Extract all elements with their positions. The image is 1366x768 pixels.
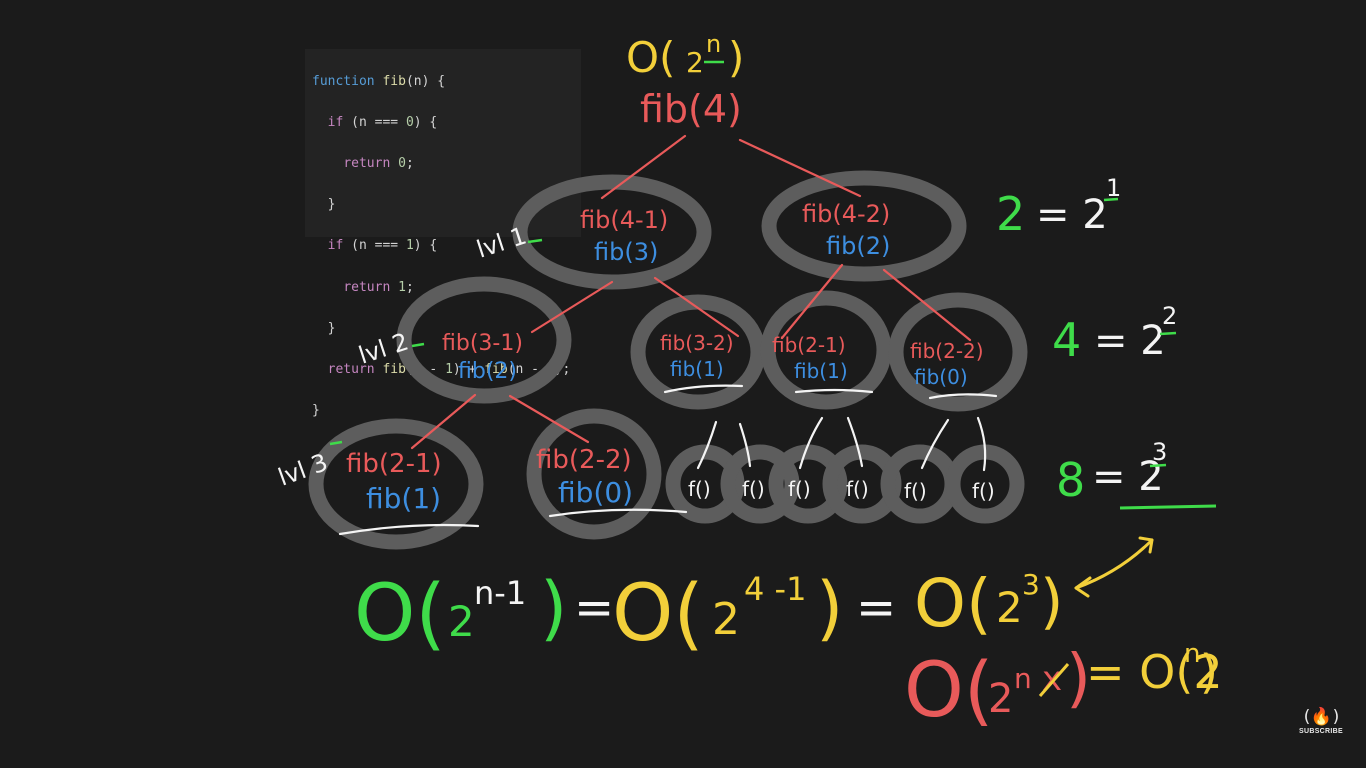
leaf-node-3: f() (788, 477, 811, 501)
code-line-3: return 0; (343, 155, 414, 171)
count-row-2-right: = 2 (1094, 318, 1166, 364)
circle-l3-a (308, 418, 484, 550)
eq4-close: ) (1066, 642, 1091, 716)
top-o-base: 2 (686, 46, 704, 79)
node-l2-b-expr: fib(3-2) (660, 331, 734, 355)
circle-l2-c (760, 290, 892, 410)
count-row-1-underline (1103, 197, 1119, 202)
eq-sign-2: = (856, 580, 896, 636)
node-l2-c-call: fib(1) (794, 359, 848, 383)
eq5-main: = O(2 (1086, 645, 1223, 699)
count-row-1-right: = 2 (1036, 192, 1108, 238)
eq5-exp: n (1184, 639, 1200, 669)
node-l2-b-call: fib(1) (670, 357, 724, 381)
root-node: fib(4) (640, 87, 742, 131)
eq4-strike (1038, 663, 1070, 697)
eq1-base: 2 (448, 597, 475, 646)
circle-leaf-3 (768, 444, 848, 524)
eq3-o: O( (914, 565, 992, 642)
leaf-node-4: f() (846, 477, 869, 501)
leaf-node-1: f() (688, 477, 711, 501)
node-l2-a-expr: fib(3-1) (442, 331, 523, 356)
node-l1-left-call: fib(3) (594, 238, 658, 266)
circle-l3-b (526, 408, 662, 540)
top-o-label: O( (626, 33, 675, 82)
node-l3-b-call: fib(0) (558, 476, 633, 509)
count-row-3-exp: 3 (1152, 438, 1167, 466)
count-row-3-underline (1149, 463, 1167, 468)
eq3-close: ) (1040, 567, 1063, 637)
eq3-exp: 3 (1022, 568, 1040, 601)
node-l3-a-call: fib(1) (366, 482, 441, 515)
node-l1-right-expr: fib(4-2) (802, 200, 890, 228)
code-line-7: } (327, 320, 336, 336)
code-line-4: } (327, 197, 336, 213)
level-3-underline (329, 440, 343, 446)
red-edges (410, 134, 972, 450)
node-l2-c-expr: fib(2-1) (772, 333, 846, 357)
leaf-node-6: f() (972, 479, 995, 503)
top-big-o: O( 2 n ) (626, 30, 744, 82)
node-l1-left-expr: fib(4-1) (580, 206, 668, 234)
subscribe-label: SUBSCRIBE (1299, 728, 1343, 735)
leaf-nodes: f() f() f() f() f() f() (688, 477, 995, 503)
eq4-x: x (1042, 659, 1062, 699)
level-1-underline (527, 238, 543, 244)
leaf-node-2: f() (742, 477, 765, 501)
code-line-2: if (n === 0) { (327, 114, 438, 130)
count-row-3-left: 8 (1056, 453, 1085, 507)
node-l2-d-call: fib(0) (914, 365, 968, 389)
eq3-base: 2 (996, 583, 1023, 632)
node-l3-a-expr: fib(2-1) (346, 449, 442, 479)
eq2-o: O( (612, 569, 704, 659)
subscribe-watermark[interactable]: (🔥) SUBSCRIBE (1298, 706, 1344, 744)
eq1-o: O( (354, 569, 446, 659)
node-l1-right-call: fib(2) (826, 232, 890, 260)
code-snippet: function fib(n) { if (n === 0) { return … (305, 49, 581, 418)
code-line-5: if (n === 1) { (327, 238, 438, 254)
eq2-base: 2 (712, 594, 740, 645)
node-l2-d-expr: fib(2-2) (910, 339, 984, 363)
node-l2-a-call: fib(2) (458, 359, 517, 384)
count-row-1-exp: 1 (1106, 174, 1121, 202)
eq4-base: 2 (988, 676, 1013, 722)
white-underlines (338, 384, 998, 536)
circle-l2-b (630, 294, 766, 410)
simplified-equation: O( 2 n x ) = O(2 n ) (904, 639, 1223, 734)
count-row-3-right: = 2 (1092, 454, 1164, 500)
circle-leaf-2 (720, 444, 800, 524)
eq4-exp: n (1014, 662, 1032, 695)
eq2-close: ) (816, 567, 843, 649)
eq4-o: O( (904, 645, 993, 734)
level-2-underline (411, 342, 425, 348)
count-row-2-exp: 2 (1162, 302, 1177, 330)
eq5-close: ) (1200, 645, 1218, 699)
eq-sign-1: = (574, 580, 614, 636)
count-row-2-left: 4 (1052, 313, 1081, 367)
flame-icon: (🔥) (1301, 707, 1342, 727)
white-edges (696, 416, 987, 472)
code-line-9: } (312, 403, 320, 419)
code-line-1: function fib(n) { (312, 73, 446, 89)
double-arrow (1074, 536, 1154, 598)
count-row-1-left: 2 (996, 187, 1025, 241)
node-l3-b-expr: fib(2-2) (536, 445, 632, 475)
bottom-equation: O( 2 n-1 ) = O( 2 4 -1 ) = O( 2 3 ) (354, 565, 1063, 659)
top-o-exp: n (706, 30, 721, 58)
eq1-exp: n-1 (474, 574, 526, 612)
circle-l2-a (396, 276, 572, 404)
circle-l1-right (761, 170, 967, 282)
code-line-6: return 1; (343, 279, 414, 295)
count-row-2-underline (1159, 331, 1177, 336)
level-1-label: lvl 1 (473, 221, 530, 263)
eq2-exp: 4 -1 (744, 570, 806, 608)
leaf-node-5: f() (904, 479, 927, 503)
top-o-close: ) (728, 33, 744, 82)
eq1-close: ) (540, 567, 567, 649)
circle-l2-d (888, 292, 1028, 412)
level-counts: 2 = 2 1 4 = 2 2 8 = 2 3 (996, 174, 1217, 510)
count-row-3-bar (1119, 504, 1217, 510)
